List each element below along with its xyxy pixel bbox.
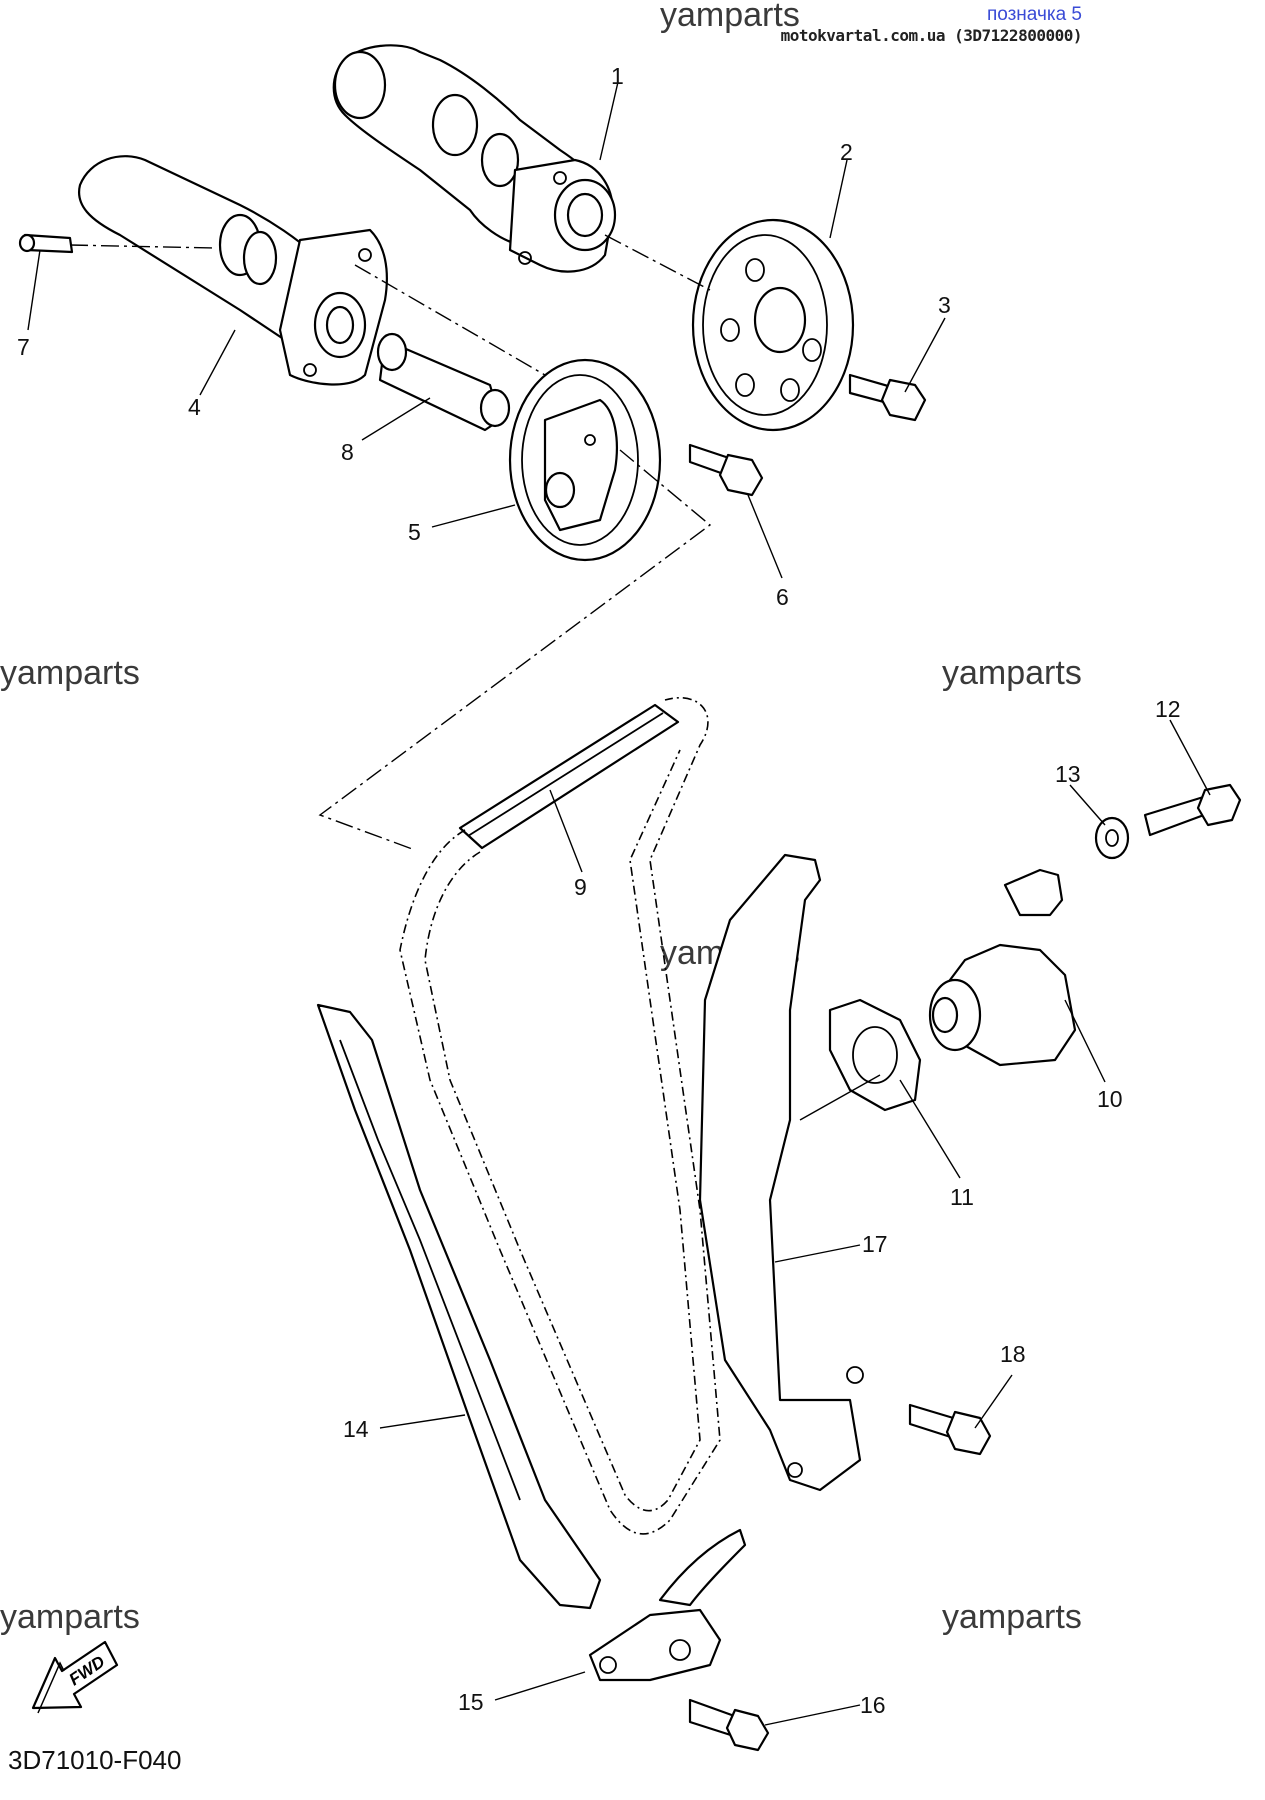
bolt-3 bbox=[848, 373, 927, 422]
callout-6: 6 bbox=[776, 584, 789, 610]
watermark: yamparts bbox=[942, 654, 1082, 692]
timing-chain-9 bbox=[399, 697, 721, 1535]
callout-16: 16 bbox=[860, 1692, 886, 1718]
callout-17: 17 bbox=[862, 1231, 888, 1257]
washer-13 bbox=[1094, 816, 1130, 860]
callout-11: 11 bbox=[950, 1184, 974, 1210]
sprocket-lower bbox=[508, 358, 662, 562]
diagram-code: 3D71010-F040 bbox=[8, 1745, 182, 1775]
camshaft-upper bbox=[332, 44, 617, 273]
fwd-arrow-icon: FWD bbox=[31, 1640, 119, 1714]
callout-14: 14 bbox=[343, 1416, 369, 1442]
callout-1: 1 bbox=[611, 63, 624, 89]
bolt-18 bbox=[908, 1403, 992, 1456]
callout-4: 4 bbox=[188, 394, 201, 420]
align-line bbox=[354, 264, 546, 376]
sprocket-upper bbox=[691, 218, 855, 432]
align-line bbox=[318, 449, 712, 851]
callout-9: 9 bbox=[574, 874, 587, 900]
tensioner-10 bbox=[928, 868, 1077, 1067]
callout-5: 5 bbox=[408, 519, 421, 545]
watermark: yamparts bbox=[942, 1598, 1082, 1636]
gasket-11 bbox=[828, 998, 922, 1112]
decomp-shaft-8 bbox=[376, 332, 511, 432]
align-line bbox=[69, 244, 216, 249]
watermark: yamparts bbox=[0, 1598, 140, 1636]
leader-lines bbox=[27, 81, 1211, 1726]
chain-guide-17 bbox=[698, 853, 864, 1492]
callout-15: 15 bbox=[458, 1689, 484, 1715]
camshaft-lower bbox=[77, 155, 388, 386]
callout-13: 13 bbox=[1055, 761, 1081, 787]
watermark: yamparts bbox=[660, 0, 800, 34]
chain-guide-14 bbox=[316, 1003, 602, 1610]
callout-10: 10 bbox=[1097, 1086, 1123, 1112]
callout-2: 2 bbox=[840, 139, 853, 165]
bracket-15 bbox=[588, 1528, 747, 1682]
bolt-16 bbox=[688, 1698, 770, 1752]
bolt-6 bbox=[688, 443, 764, 497]
header-link[interactable]: позначка 5 bbox=[986, 4, 1082, 25]
dowel-pin-7 bbox=[18, 233, 74, 254]
callout-7: 7 bbox=[17, 334, 30, 360]
header-site-label: motokvartal.com.ua (3D7122800000) bbox=[780, 26, 1083, 45]
watermark: yamparts bbox=[0, 654, 140, 692]
callout-3: 3 bbox=[938, 292, 951, 318]
align-line bbox=[604, 234, 711, 291]
bolt-12 bbox=[1143, 783, 1242, 837]
callout-18: 18 bbox=[1000, 1341, 1026, 1367]
callout-8: 8 bbox=[341, 439, 354, 465]
callout-12: 12 bbox=[1155, 696, 1181, 722]
